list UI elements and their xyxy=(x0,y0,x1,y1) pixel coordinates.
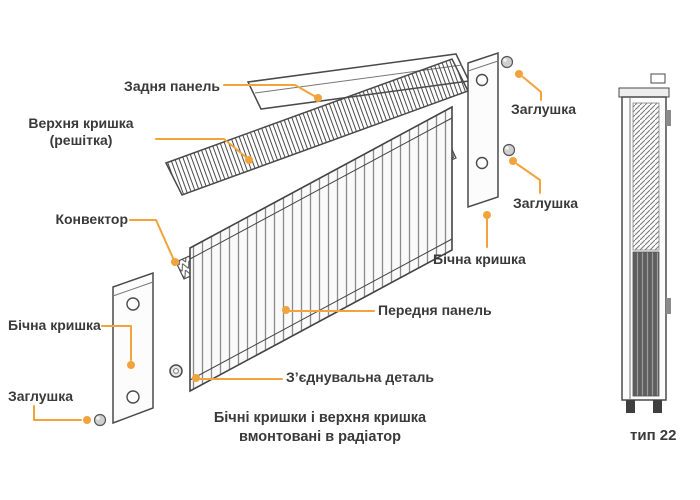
leader-dot-top-cover xyxy=(245,156,253,164)
leader-dot-side-cover-left xyxy=(127,361,135,369)
leader-side-cover-left xyxy=(101,325,132,361)
side-view-wall-bracket-bottom xyxy=(666,298,671,314)
leader-plug-right-top xyxy=(522,76,542,101)
label-plug-right-mid: Заглушка xyxy=(513,195,578,211)
leader-lines xyxy=(33,76,542,421)
note-line1: Бічні кришки і верхня кришка xyxy=(213,410,427,426)
plug-part-left xyxy=(93,413,107,427)
leader-dot-convector xyxy=(171,258,179,266)
exploded-radiator-drawing xyxy=(93,51,516,427)
side-view-foot-right xyxy=(653,400,662,413)
leader-plug-right-mid xyxy=(516,163,541,194)
leader-plug-left xyxy=(33,405,82,421)
side-section-view xyxy=(618,73,671,413)
leader-dot-plug-right-mid xyxy=(509,157,517,165)
leader-dot-plug-right-top xyxy=(515,70,523,78)
label-top-cover-line2: (решітка) xyxy=(49,132,113,148)
label-top-cover: Верхня кришка (решітка) xyxy=(10,115,152,149)
side-view-wall-bracket-top xyxy=(666,110,671,126)
side-cover-right-shape xyxy=(467,51,499,209)
plug-part-right-top xyxy=(500,55,514,69)
label-front-panel: Передня панель xyxy=(378,302,492,318)
leader-convector xyxy=(129,219,174,259)
front-panel-shape xyxy=(189,105,453,393)
plug-part-right-mid xyxy=(502,143,516,157)
label-back-panel: Задня панель xyxy=(124,78,220,94)
label-plug-right-top: Заглушка xyxy=(511,101,576,117)
leader-dots xyxy=(83,70,523,424)
side-view-foot-left xyxy=(626,400,635,413)
side-view-fin-hatch xyxy=(632,102,660,251)
leader-dot-side-cover-right xyxy=(483,211,491,219)
leader-dot-connector xyxy=(192,374,200,382)
leader-dot-front-panel xyxy=(282,306,290,314)
label-plug-left: Заглушка xyxy=(8,388,73,404)
note-line2: вмонтовані в радіатор xyxy=(238,429,402,445)
connector-part-shape xyxy=(169,364,183,378)
label-connector: З’єднувальна деталь xyxy=(286,369,434,385)
note-built-in: Бічні кришки і верхня кришка вмонтовані … xyxy=(186,409,454,447)
side-view-top-cap xyxy=(618,87,670,98)
leader-top-cover xyxy=(155,138,248,159)
side-view-top-bracket xyxy=(650,73,666,84)
side-cover-left-shape xyxy=(112,271,154,425)
label-type-22: тип 22 xyxy=(630,427,677,444)
label-top-cover-line1: Верхня кришка xyxy=(28,115,134,131)
label-side-cover-right: Бічна кришка xyxy=(433,251,526,267)
leader-back-panel xyxy=(223,84,317,98)
leader-dot-plug-left xyxy=(83,416,91,424)
label-side-cover-left: Бічна кришка xyxy=(8,317,101,333)
label-convector: Конвектор xyxy=(55,211,128,227)
leader-dot-back-panel xyxy=(314,94,322,102)
side-view-lower-bars xyxy=(632,251,660,397)
